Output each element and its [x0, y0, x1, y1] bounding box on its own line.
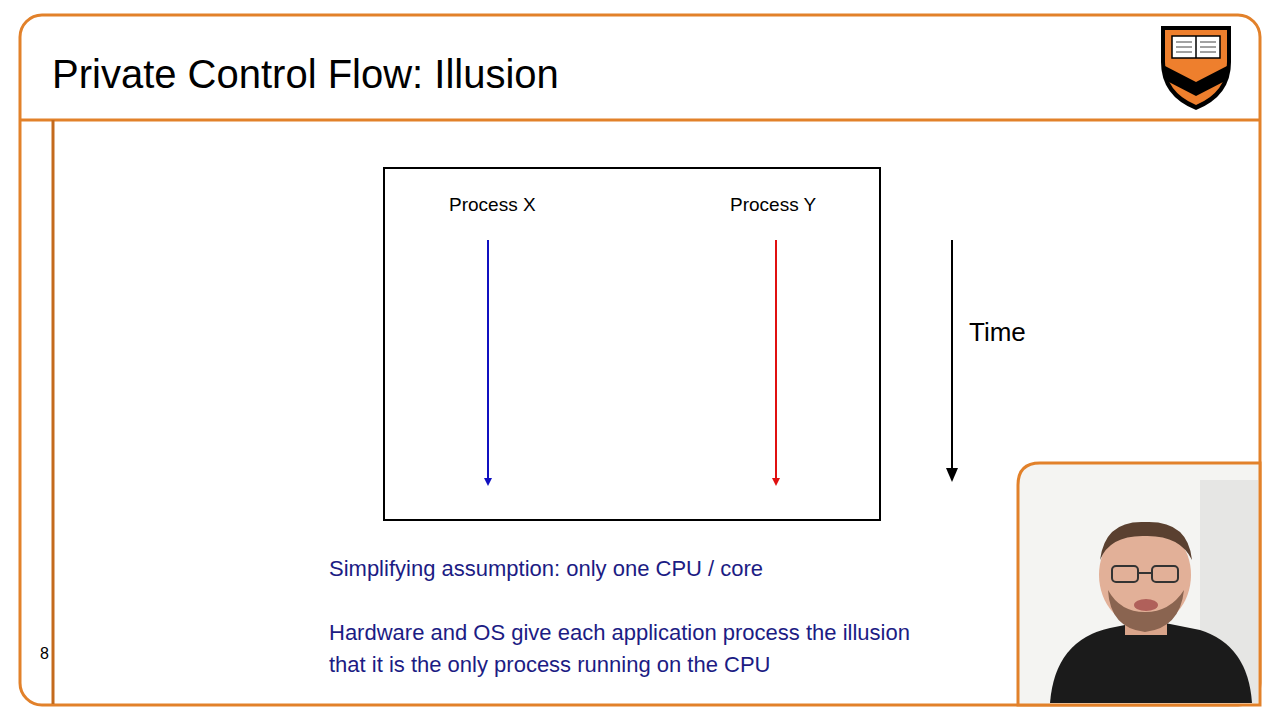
- note-text: Simplifying assumption: only one CPU / c…: [329, 553, 763, 585]
- axis-label: Time: [969, 314, 1026, 352]
- presenter-video: [1018, 463, 1260, 705]
- process-label: Process X: [449, 194, 536, 216]
- slide-number: 8: [40, 642, 49, 665]
- note-text: Hardware and OS give each application pr…: [329, 617, 949, 681]
- time-arrow: [951, 240, 953, 478]
- slide-title: Private Control Flow: Illusion: [52, 52, 559, 97]
- university-shield: [1161, 26, 1231, 110]
- process-box: Process X Process Y: [383, 167, 881, 521]
- process-x-timeline: [487, 240, 489, 482]
- process-label: Process Y: [730, 194, 816, 216]
- process-y-timeline: [775, 240, 777, 482]
